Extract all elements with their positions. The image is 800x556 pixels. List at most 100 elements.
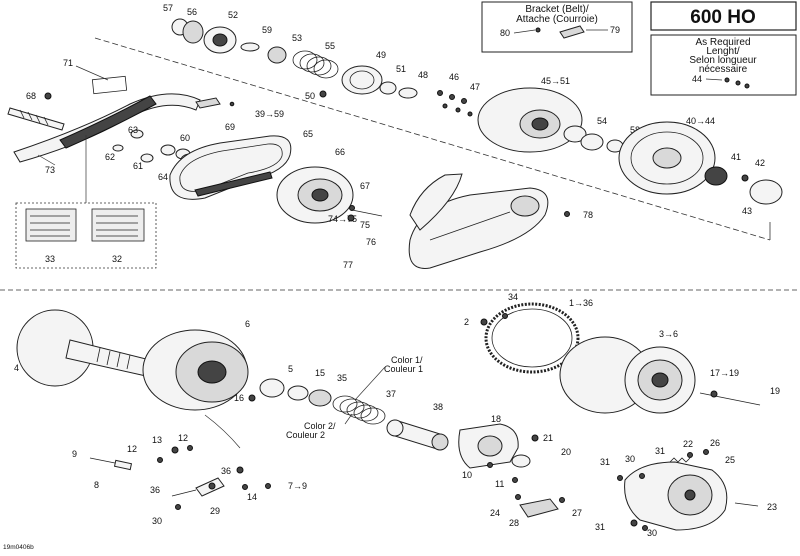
part-2-fixed-sheave <box>16 309 151 387</box>
label-7-9: 29 <box>210 506 220 516</box>
part-49-bore <box>349 70 375 90</box>
label-51: 51 <box>396 64 406 74</box>
part-31-screw-a <box>617 475 623 481</box>
part-62-ring <box>112 144 124 152</box>
label-14: 36 <box>150 485 160 495</box>
label-31-a: 31 <box>600 457 610 467</box>
label-8: 14 <box>247 492 257 502</box>
label-71: 71 <box>63 58 73 68</box>
label-22: 25 <box>725 455 735 465</box>
part-52-hub <box>212 33 228 47</box>
color1-line2: Couleur 1 <box>384 364 423 374</box>
part-66-pin <box>351 209 383 217</box>
required-note-line3: Selon longueur <box>689 55 757 66</box>
label-64: 64 <box>158 172 168 182</box>
part-43-cover <box>749 179 783 205</box>
part-24-screw <box>559 497 565 503</box>
part-50-marker <box>319 90 327 98</box>
label-11-a: 12 <box>178 433 188 443</box>
part-31-screw-b <box>703 449 709 455</box>
label-73: 39→59 <box>255 109 284 119</box>
label-9: 36 <box>221 466 231 476</box>
leader-44-note <box>705 78 723 81</box>
label-15: 35 <box>337 373 347 383</box>
label-29: 31 <box>655 446 665 456</box>
label-43: 43 <box>742 206 752 216</box>
label-44-note: 44 <box>692 74 702 84</box>
label-19: 21 <box>543 433 553 443</box>
part-3-movable-sheave <box>142 329 249 411</box>
part-69-belt <box>169 135 292 200</box>
part-40-ribs <box>630 131 704 185</box>
label-79: 79 <box>610 25 620 35</box>
part-54-washer-b <box>580 133 604 151</box>
leader-color2 <box>344 413 353 425</box>
part-30-washer-b <box>687 452 693 458</box>
part-30-washer-a <box>639 473 645 479</box>
label-41: 41 <box>731 152 741 162</box>
label-25: 24 <box>490 508 500 518</box>
label-11-b: 12 <box>127 444 137 454</box>
part-42-nut <box>741 174 749 182</box>
part-25-screw <box>515 494 521 500</box>
bracket-note-box <box>481 1 633 53</box>
assembly-frame-top <box>94 37 771 241</box>
part-55-spring <box>292 50 339 79</box>
part-68-marker <box>44 92 52 100</box>
label-27: 30 <box>647 528 657 538</box>
label-56: 56 <box>187 7 197 17</box>
part-38-bolt <box>699 392 761 406</box>
part-1-drive-pulley <box>559 336 696 414</box>
label-10: 13 <box>152 435 162 445</box>
part-29-spring-pin <box>669 457 691 463</box>
color2-line2: Couleur 2 <box>286 430 325 440</box>
part-46-rollers <box>437 90 467 104</box>
part-49-bushing <box>341 65 383 95</box>
label-4: 5 <box>288 364 293 374</box>
part-56-cap <box>182 20 204 44</box>
leader-70 <box>37 154 56 166</box>
label-78: 32 <box>112 254 122 264</box>
part-36-nut-b <box>175 504 181 510</box>
label-17-19: 18 <box>491 414 501 424</box>
label-62: 62 <box>105 152 115 162</box>
part-36-nut-a <box>265 483 271 489</box>
part-17-spider <box>458 423 519 469</box>
label-45-51: 45→51 <box>541 76 570 86</box>
label-60: 60 <box>180 133 190 143</box>
color1-line1: Color 1/ <box>391 355 423 365</box>
label-40-44: 40→44 <box>686 116 715 126</box>
part-68-shaft <box>7 107 65 131</box>
label-77: 33 <box>45 254 55 264</box>
part-37-washer <box>710 390 718 398</box>
required-note-line4: nécessaire <box>699 64 748 75</box>
label-49: 49 <box>376 50 386 60</box>
bracket-note-line1: Bracket (Belt)/ <box>525 4 589 15</box>
label-66: 75 <box>360 220 370 230</box>
part-47-pins <box>442 103 473 117</box>
part-32-ring-gear <box>484 302 580 374</box>
label-39-59: 66 <box>335 147 345 157</box>
part-44-screw-b <box>735 80 741 86</box>
part-33-bolt <box>502 313 508 319</box>
model-badge: 600 HO <box>690 7 755 28</box>
label-34: 2 <box>464 317 469 327</box>
label-35: 38 <box>433 402 443 412</box>
part-34-marker <box>480 318 488 326</box>
part-48-ring <box>398 87 418 99</box>
part-11-washer <box>187 445 193 451</box>
part-59-shim <box>240 42 260 52</box>
label-54: 54 <box>597 116 607 126</box>
part-60-washer <box>160 144 176 156</box>
label-21: 10 <box>462 470 472 480</box>
label-37: 17→19 <box>710 368 739 378</box>
label-68: 68 <box>26 91 36 101</box>
model-badge-box <box>650 1 797 31</box>
part-78-decal-lines <box>96 215 138 237</box>
label-70: 73 <box>45 165 55 175</box>
label-20: 11 <box>495 479 504 489</box>
part-44-screw-c <box>744 83 750 89</box>
part-4-bushing <box>259 378 285 398</box>
part-10-nut <box>171 446 179 454</box>
